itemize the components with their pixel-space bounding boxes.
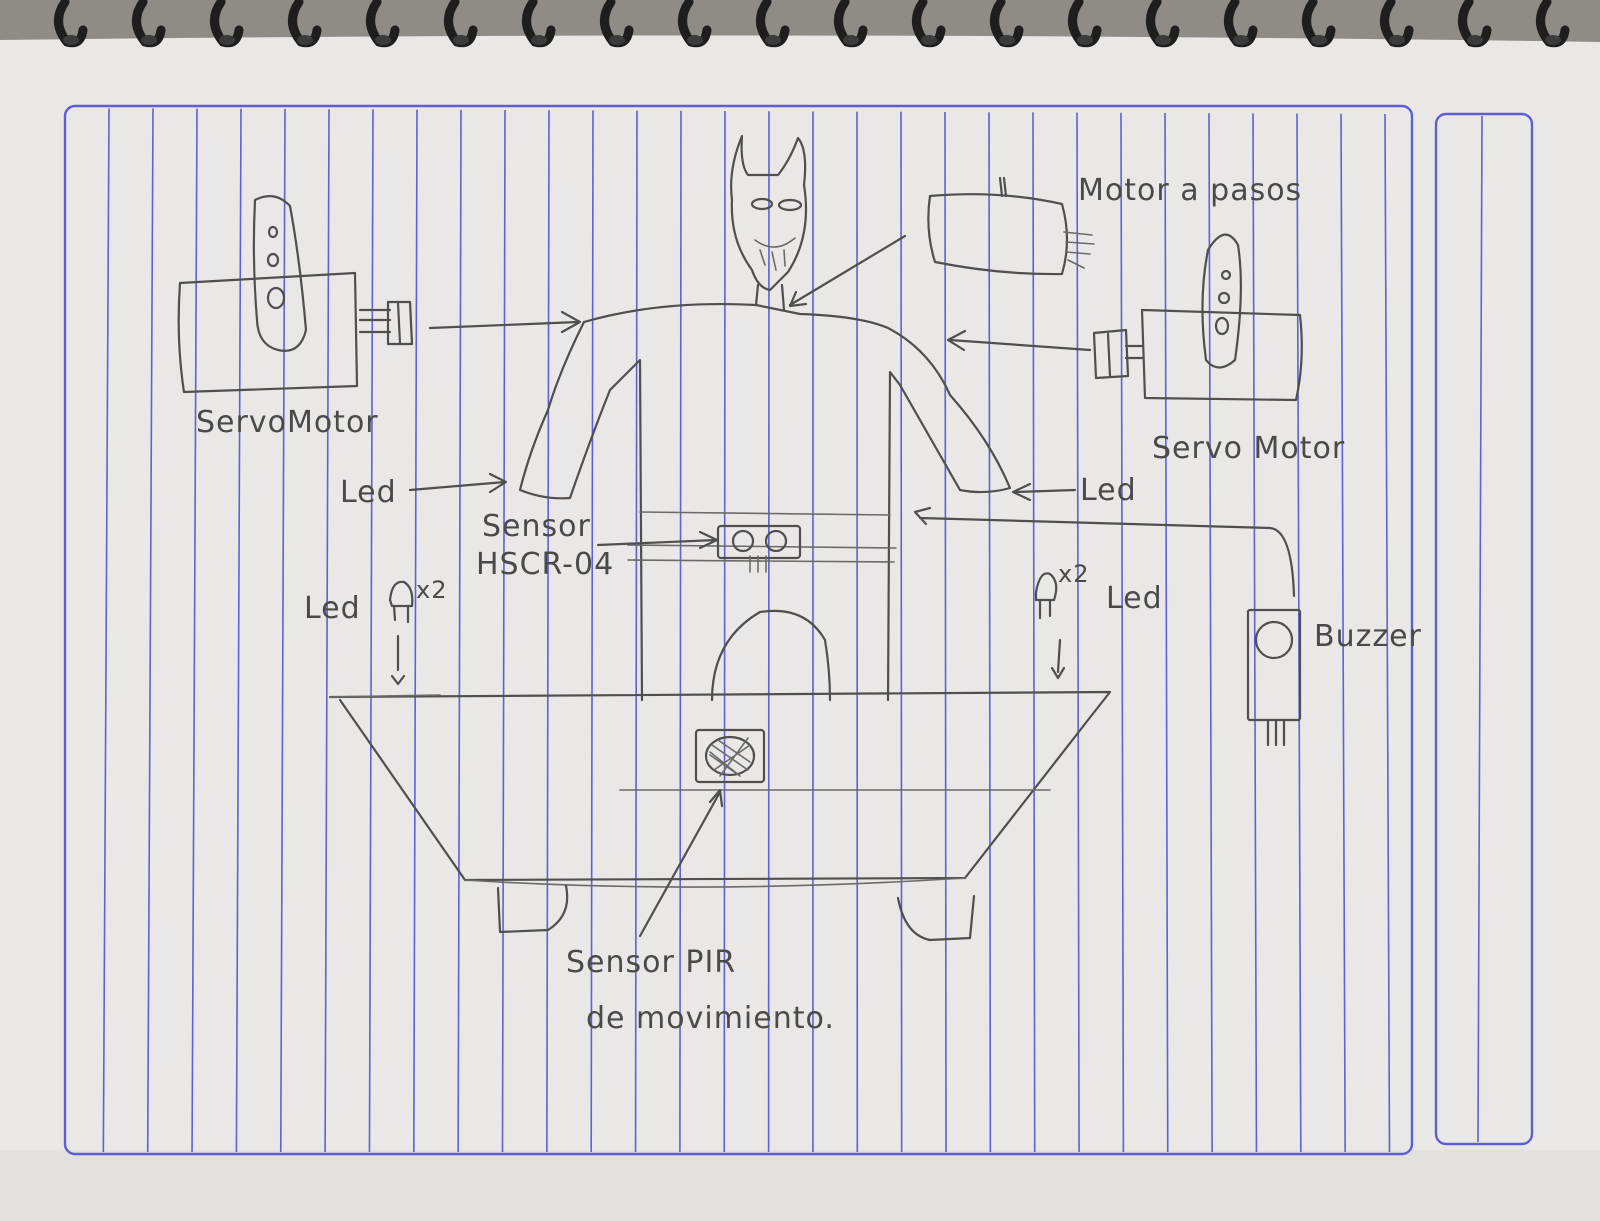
ruling-line [1164, 112, 1169, 1153]
spiral-hole [1311, 35, 1327, 45]
ruling-line [988, 112, 992, 1153]
spiral-hole [63, 35, 79, 45]
label-led-right: Led [1080, 473, 1137, 508]
ruling-line [1252, 113, 1258, 1153]
ruling-line [900, 111, 903, 1153]
led-bulb-right [1034, 572, 1066, 680]
spiral-hole [141, 35, 157, 45]
ruling-line [944, 111, 947, 1153]
spiral-hole [609, 35, 625, 45]
side-frame [1434, 112, 1534, 1146]
spiral-hole [1545, 35, 1561, 45]
spiral-hole [1233, 35, 1249, 45]
base-platform [328, 690, 1112, 942]
label-led-bottom-left: Led [304, 591, 361, 626]
led-bulb-left [388, 580, 414, 686]
spiral-hole [297, 35, 313, 45]
ruling-line [457, 109, 462, 1153]
ruling-line [412, 109, 418, 1153]
ruling-line [546, 110, 550, 1153]
ultrasonic-sensor [716, 524, 802, 560]
servo-motor-left [177, 195, 414, 394]
ruling-line [102, 108, 110, 1153]
label-sensor-hscr-line2: HSCR-04 [476, 547, 614, 582]
label-stepper-motor: Motor a pasos [1078, 173, 1302, 208]
label-led-bottom-right: Led [1106, 581, 1163, 616]
ruling-line [1384, 113, 1391, 1153]
spiral-hole [453, 35, 469, 45]
ruling-line [501, 109, 506, 1153]
main-frame [63, 104, 1414, 1156]
spiral-hole [219, 35, 235, 45]
spiral-hole [1467, 35, 1483, 45]
ruling-line [235, 108, 242, 1153]
ruling-line [634, 110, 638, 1153]
ruling-line [1340, 113, 1346, 1153]
label-led-qty-right: x2 [1058, 560, 1089, 588]
ruling-line [590, 110, 594, 1153]
label-servo-left: ServoMotor [196, 405, 379, 440]
robot-head [730, 134, 808, 292]
robot-figure [518, 134, 1012, 702]
spiral-hole [1389, 35, 1405, 45]
spiral-hole [765, 35, 781, 45]
spiral-hole [1155, 35, 1171, 45]
servo-motor-right [1092, 233, 1303, 402]
spiral-hole [999, 35, 1015, 45]
label-servo-right: Servo Motor [1152, 431, 1345, 466]
label-pir-line1: Sensor PIR [566, 945, 736, 980]
arrows [408, 234, 1296, 938]
label-led-left: Led [340, 475, 397, 510]
spiral-hole [531, 35, 547, 45]
ruling-line [1477, 115, 1483, 1143]
ruling-line [1208, 113, 1213, 1153]
ruling-line [1120, 112, 1125, 1153]
label-led-qty-left: x2 [416, 576, 447, 604]
spiral-hole [921, 35, 937, 45]
ruling-line [679, 110, 682, 1153]
wheel-right [896, 894, 976, 942]
wheel-left [496, 884, 569, 934]
ruling-line [279, 108, 286, 1153]
ruling-line [1076, 112, 1080, 1153]
ruling-line [368, 109, 374, 1153]
robot-torso [582, 302, 1012, 702]
stepper-motor [927, 176, 1095, 276]
spiral-hole [1077, 35, 1093, 45]
pir-sensor [694, 728, 766, 784]
spiral-hole [687, 35, 703, 45]
labels: Motor a pasos ServoMotor Servo Motor Led… [196, 173, 1422, 1036]
ruling-line [146, 108, 154, 1153]
spiral-hole [375, 35, 391, 45]
label-pir-line2: de movimiento. [586, 1001, 835, 1036]
label-buzzer: Buzzer [1314, 619, 1422, 654]
ruling-line [1032, 112, 1036, 1153]
spiral-binding [54, 0, 1570, 48]
spiral-hole [843, 35, 859, 45]
ruling-line [723, 110, 726, 1153]
buzzer [1246, 608, 1302, 747]
ruling-line [324, 109, 330, 1153]
label-sensor-hscr-line1: Sensor [482, 509, 591, 544]
